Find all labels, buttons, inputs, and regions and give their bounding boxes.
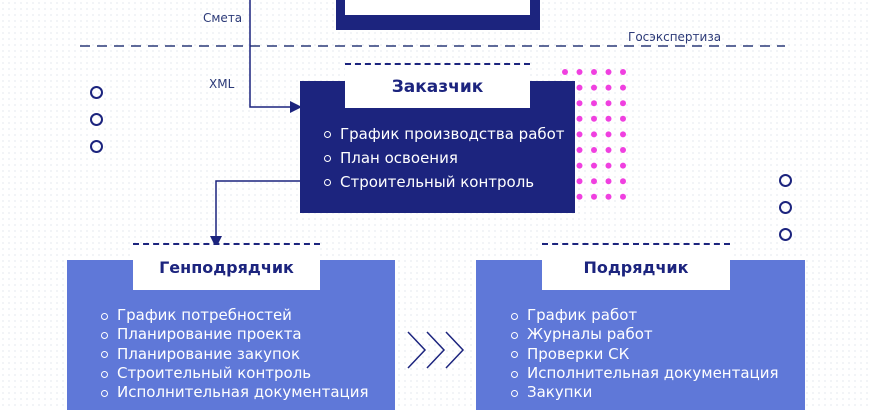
pink-dots (562, 69, 626, 200)
circle-icon (779, 201, 792, 214)
xml-label: XML (209, 77, 235, 91)
zakazchik-list: График производства работ План освоения … (324, 122, 565, 194)
pink-dot (620, 131, 626, 138)
pink-dot (620, 100, 626, 107)
podryadchik-list: График работ Журналы работ Проверки СК И… (511, 306, 779, 402)
list-item: Закупки (511, 383, 779, 402)
pink-dot (562, 69, 568, 75)
podryadchik-title: Подрядчик (542, 243, 730, 290)
pink-dot (576, 162, 583, 169)
pink-dot (620, 178, 626, 185)
pink-dot (591, 100, 597, 107)
arrow-smeta-line (249, 0, 292, 108)
genpodryadchik-title: Генподрядчик (133, 243, 320, 290)
pink-dot (576, 69, 583, 75)
pink-dot (620, 147, 626, 153)
gosexpertiza-label: Госэкспертиза (628, 30, 722, 44)
pink-dot (591, 147, 597, 153)
pink-dot (605, 115, 612, 122)
pink-dot (576, 100, 583, 107)
pink-dot (576, 84, 583, 91)
pink-dot (576, 147, 583, 153)
zakazchik-title: Заказчик (345, 63, 530, 108)
circle-icon (90, 140, 103, 153)
pink-dot (605, 69, 612, 75)
pink-dot (605, 162, 612, 169)
pink-dot (605, 131, 612, 138)
chevrons-icon (407, 331, 465, 369)
list-item: Планирование проекта (101, 325, 369, 344)
pink-dot (591, 178, 597, 185)
top-box-label (345, 0, 530, 15)
pink-dot (591, 115, 597, 122)
list-item: Строительный контроль (324, 170, 565, 194)
arrow-down-line (215, 180, 300, 238)
pink-dot (620, 69, 626, 75)
pink-dot (576, 131, 583, 138)
pink-dot (591, 131, 597, 138)
circle-icon (779, 174, 792, 187)
pink-dot (591, 162, 597, 169)
pink-dot (605, 193, 612, 200)
pink-dot (605, 100, 612, 107)
pink-dot (620, 84, 626, 91)
list-item: График потребностей (101, 306, 369, 325)
list-item: Проверки СК (511, 345, 779, 364)
pink-dot (591, 69, 597, 75)
arrow-down-head (210, 236, 222, 248)
list-item: График работ (511, 306, 779, 325)
pink-dot (591, 84, 597, 91)
pink-dot (591, 193, 597, 200)
list-item: Планирование закупок (101, 345, 369, 364)
connectors (80, 0, 785, 369)
pink-dot (620, 162, 626, 169)
pink-dot (576, 115, 583, 122)
arrow-right-head (290, 101, 302, 113)
circle-icon (90, 113, 103, 126)
smeta-label: Смета (203, 11, 243, 25)
list-item: Исполнительная документация (511, 364, 779, 383)
pink-dot (576, 178, 583, 185)
circle-icon (779, 228, 792, 241)
list-item: Журналы работ (511, 325, 779, 344)
genpodryadchik-list: График потребностей Планирование проекта… (101, 306, 369, 402)
list-item: План освоения (324, 146, 565, 170)
pink-dot (605, 147, 612, 153)
list-item: График производства работ (324, 122, 565, 146)
pink-dot (620, 115, 626, 122)
list-item: Исполнительная документация (101, 383, 369, 402)
pink-dot (576, 193, 583, 200)
pink-dot (620, 193, 626, 200)
circle-icon (90, 86, 103, 99)
pink-dot (605, 84, 612, 91)
pink-dot (605, 178, 612, 185)
list-item: Строительный контроль (101, 364, 369, 383)
